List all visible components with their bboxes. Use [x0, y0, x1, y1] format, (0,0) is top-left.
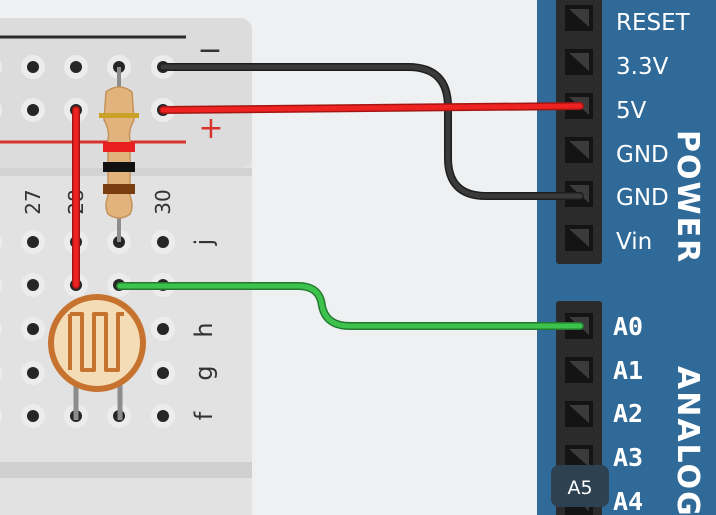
resistor-band-gold — [99, 113, 139, 118]
breadboard-hole-ring — [0, 278, 2, 292]
pin-label-gnd-2: GND — [616, 185, 669, 211]
resistor-band-black — [103, 162, 135, 172]
rail-plus-label: + — [198, 111, 223, 146]
row-label-g: g — [190, 365, 218, 380]
pin-label-vin: Vin — [616, 229, 652, 255]
analog-section-label: ANALOG — [670, 366, 705, 515]
header-socket-bevel — [569, 361, 589, 379]
breadboard-hole[interactable] — [27, 61, 39, 73]
pin-label-reset: RESET — [616, 10, 691, 36]
center-channel — [0, 462, 252, 478]
rail-minus-label: − — [197, 33, 222, 68]
breadboard-hole[interactable] — [27, 236, 39, 248]
pin-label-a2: A2 — [613, 399, 643, 428]
breadboard-hole[interactable] — [157, 236, 169, 248]
row-label-h: h — [190, 322, 218, 337]
header-socket-bevel — [569, 53, 589, 71]
row-label-j: j — [190, 239, 218, 247]
row-label-f: f — [190, 411, 218, 420]
pin-label-5v: 5V — [616, 98, 647, 124]
pin-label-a0: A0 — [613, 312, 643, 341]
pin-label-a4: A4 — [613, 487, 643, 515]
breadboard-hole-ring — [0, 409, 2, 423]
breadboard-hole-ring — [0, 366, 2, 380]
breadboard-hole[interactable] — [157, 323, 169, 335]
pin-label-gnd-1: GND — [616, 142, 669, 168]
header-socket-bevel — [569, 449, 589, 467]
resistor-band-brown — [103, 184, 135, 194]
pin-tooltip: A5 — [551, 465, 609, 507]
header-socket-bevel — [569, 405, 589, 423]
power-section-label: POWER — [670, 130, 705, 264]
tooltip-box — [551, 465, 609, 507]
header-socket-bevel — [569, 141, 589, 159]
resistor-body — [103, 86, 135, 219]
column-label-27: 27 — [21, 189, 45, 214]
tooltip-label: A5 — [567, 477, 592, 499]
breadboard-hole[interactable] — [27, 323, 39, 335]
resistor-band-red — [103, 142, 135, 152]
breadboard-hole-ring — [0, 60, 2, 74]
breadboard-hole[interactable] — [70, 61, 82, 73]
breadboard-hole[interactable] — [157, 367, 169, 379]
pin-label-a1: A1 — [613, 356, 643, 385]
pin-label-a3: A3 — [613, 443, 643, 472]
breadboard-hole-ring — [0, 322, 2, 336]
breadboard-hole[interactable] — [27, 104, 39, 116]
wire-a0-green[interactable] — [117, 283, 583, 329]
power-header — [556, 0, 602, 264]
pin-label-3v3: 3.3V — [616, 54, 669, 80]
breadboard-hole-ring — [0, 235, 2, 249]
header-socket-bevel — [569, 9, 589, 27]
breadboard[interactable]: − + 27 28 29 30 j h g f — [0, 18, 252, 515]
resistor-icon[interactable] — [99, 67, 139, 242]
photoresistor-icon[interactable] — [48, 294, 146, 420]
arduino-board[interactable]: RESET 3.3V 5V GND GND Vin A0 A1 A2 A3 A4… — [537, 0, 716, 515]
breadboard-hole-ring — [0, 103, 2, 117]
wire-ground-black[interactable] — [160, 64, 583, 199]
column-label-30: 30 — [151, 189, 175, 214]
header-socket-bevel — [569, 229, 589, 247]
wire-5v-red[interactable] — [160, 103, 583, 113]
photoresistor-trace — [68, 312, 124, 372]
breadboard-hole[interactable] — [27, 410, 39, 422]
breadboard-hole[interactable] — [27, 279, 39, 291]
breadboard-hole[interactable] — [27, 367, 39, 379]
breadboard-hole[interactable] — [157, 410, 169, 422]
